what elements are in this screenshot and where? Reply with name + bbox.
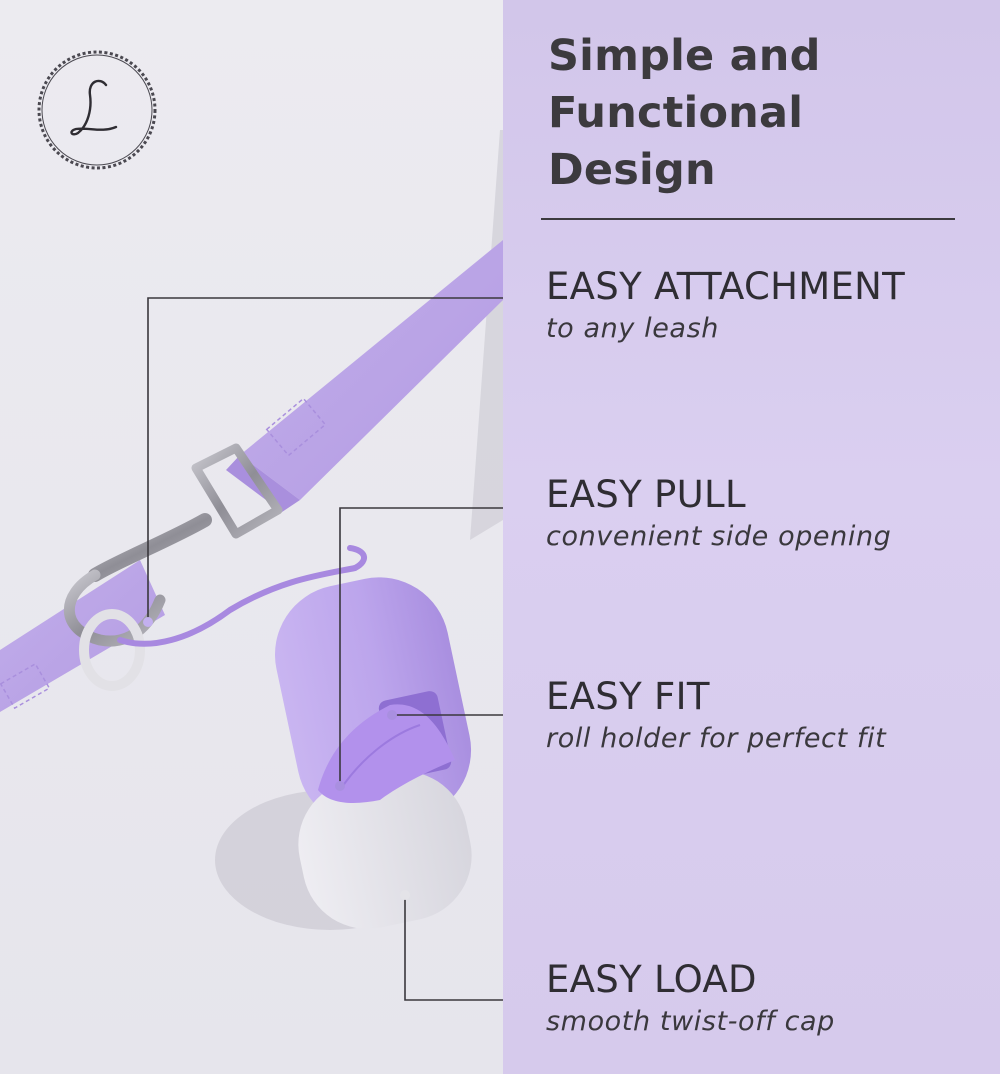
bag-dispenser	[274, 577, 472, 929]
callout-attachment-line	[147, 297, 503, 622]
feature-easy-fit: EASY FIT roll holder for perfect fit	[546, 675, 986, 757]
title-divider	[541, 218, 955, 220]
feature-subtitle: roll holder for perfect fit	[546, 723, 887, 754]
brand-logo	[37, 50, 157, 170]
title-line-2: Functional	[548, 88, 804, 138]
feature-subtitle: smooth twist-off cap	[546, 1006, 835, 1037]
twist-off-cap	[298, 771, 472, 929]
title-line-1: Simple and	[548, 31, 821, 81]
callout-load-line	[404, 895, 503, 1001]
feature-subtitle: to any leash	[546, 313, 719, 344]
poop-bag	[318, 704, 455, 803]
callout-pull-line	[339, 507, 503, 786]
feature-panel	[503, 0, 1000, 1074]
feature-easy-pull: EASY PULL convenient side opening	[546, 473, 986, 555]
callout-lines	[143, 297, 503, 1001]
dispenser-cord	[117, 565, 358, 647]
product-photo	[0, 0, 503, 1074]
feature-title: EASY LOAD	[546, 958, 757, 1001]
feature-title: EASY PULL	[546, 473, 746, 516]
feature-easy-load: EASY LOAD smooth twist-off cap	[546, 958, 986, 1040]
title-line-3: Design	[548, 145, 716, 195]
feature-title: EASY FIT	[546, 675, 710, 718]
page-title: Simple and Functional Design	[548, 28, 978, 199]
feature-title: EASY ATTACHMENT	[546, 265, 906, 308]
feature-easy-attachment: EASY ATTACHMENT to any leash	[546, 265, 986, 347]
feature-subtitle: convenient side opening	[546, 521, 892, 552]
